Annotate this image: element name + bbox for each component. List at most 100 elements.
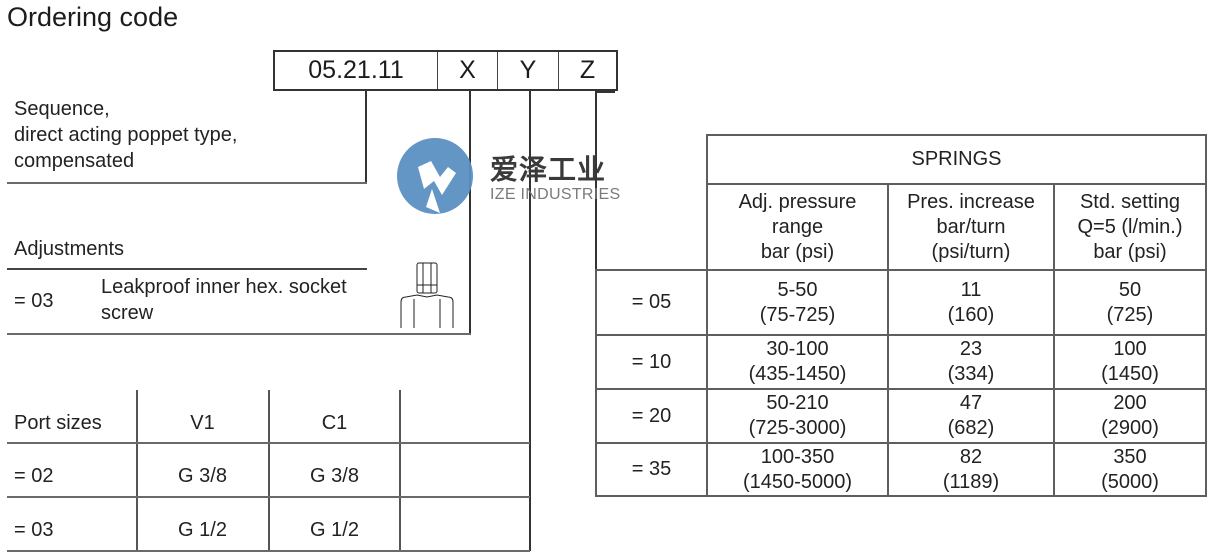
range-bar: 100-350	[760, 445, 835, 468]
connector-line-base	[365, 91, 367, 183]
connector-line-y	[529, 91, 531, 551]
setting-bar: 100	[1113, 338, 1147, 360]
adjustments-heading: Adjustments	[14, 238, 125, 260]
header-setting-line-2: Q=5 (l/min.)	[1077, 215, 1183, 238]
ports-row-2-c1: G 1/2	[310, 519, 359, 541]
header-range-line-2: range	[771, 215, 824, 238]
range-bar: 30-100	[766, 338, 829, 360]
setting-bar: 200	[1113, 392, 1147, 414]
springs-row-1-code: = 05	[595, 269, 708, 336]
increase-bar: 23	[959, 338, 983, 360]
ports-header-v1: V1	[190, 412, 215, 434]
range-psi: (75-725)	[759, 303, 836, 326]
springs-row: = 10 30-100 (435-1450) 23 (334) 100 (1450)	[595, 334, 1207, 390]
springs-row-3-range: 50-210 (725-3000)	[706, 388, 889, 444]
springs-row-3-code: = 20	[595, 388, 708, 444]
header-increase-line-1: Pres. increase	[907, 190, 1035, 213]
header-range-line-1: Adj. pressure	[738, 190, 857, 213]
range-bar: 50-210	[766, 392, 829, 414]
ports-row-1-c1: G 3/8	[310, 465, 359, 487]
ports-row-2-v1: G 1/2	[178, 519, 227, 541]
springs-table: SPRINGS Adj. pressure range bar (psi) Pr…	[595, 134, 1207, 497]
springs-row: = 35 100-350(1450-5000) 82(1189) 350(500…	[595, 442, 1207, 497]
adjustment-description-line-2: screw	[101, 302, 154, 324]
watermark-chinese-name: 爱泽工业	[490, 154, 607, 185]
springs-row-1-setting: 50(725)	[1053, 269, 1207, 336]
springs-row-4-code: = 35	[595, 442, 708, 497]
sequence-line-2: direct acting poppet type,	[14, 124, 238, 146]
springs-row-2-setting: 100 (1450)	[1053, 334, 1207, 390]
header-range-line-3: bar (psi)	[760, 240, 835, 263]
ports-header-divider	[7, 442, 530, 444]
springs-row-1-increase: 11(160)	[887, 269, 1055, 336]
springs-title: SPRINGS	[706, 134, 1207, 185]
springs-row-3-setting: 200 (2900)	[1053, 388, 1207, 444]
sequence-divider	[7, 182, 367, 184]
springs-header-setting: Std. setting Q=5 (l/min.) bar (psi)	[1053, 183, 1207, 271]
increase-psi: (334)	[947, 363, 995, 385]
sequence-line-3: compensated	[14, 150, 135, 172]
ports-row-1-code: = 02	[14, 465, 54, 487]
increase-bar: 82	[959, 445, 983, 468]
ports-bottom-divider	[7, 550, 530, 552]
header-increase-line-3: (psi/turn)	[931, 240, 1011, 263]
springs-header-increase: Pres. increase bar/turn (psi/turn)	[887, 183, 1055, 271]
setting-psi: (1450)	[1101, 363, 1159, 385]
ports-row-divider	[7, 496, 530, 498]
range-psi: (1450-5000)	[743, 470, 852, 493]
adjustments-bottom-divider	[7, 333, 471, 335]
sequence-line-1: Sequence,	[14, 98, 110, 120]
range-bar: 5-50	[777, 278, 818, 301]
hex-socket-screw-icon	[400, 262, 454, 328]
adjustment-description: Leakproof inner hex. socket screw	[101, 274, 347, 326]
springs-row-4-range: 100-350(1450-5000)	[706, 442, 889, 497]
springs-row-4-setting: 350(5000)	[1053, 442, 1207, 497]
range-psi: (435-1450)	[748, 363, 847, 385]
adjustments-header-divider	[7, 268, 367, 270]
ports-col-divider-2	[268, 390, 270, 552]
ports-header-c1: C1	[321, 412, 348, 434]
sequence-description: Sequence, direct acting poppet type, com…	[14, 96, 237, 174]
springs-row: = 20 50-210 (725-3000) 47 (682) 200 (2900)	[595, 388, 1207, 444]
code-segment-base: 05.21.11	[275, 52, 438, 89]
springs-header-blank	[596, 184, 708, 271]
setting-psi: (5000)	[1101, 470, 1159, 493]
code-segment-x: X	[438, 52, 498, 89]
ize-industries-logo-icon	[397, 138, 473, 214]
ports-col-divider-3	[399, 390, 401, 552]
springs-row: = 05 5-50(75-725) 11(160) 50(725)	[595, 269, 1207, 336]
springs-corner-blank	[596, 135, 708, 184]
ports-col-divider-1	[136, 390, 138, 552]
adjustment-description-line-1: Leakproof inner hex. socket	[101, 276, 347, 298]
range-psi: (725-3000)	[748, 417, 847, 439]
springs-row-1-range: 5-50(75-725)	[706, 269, 889, 336]
code-segment-z: Z	[579, 56, 596, 84]
increase-psi: (682)	[947, 417, 995, 439]
code-segment-y: Y	[498, 52, 559, 89]
ordering-code-box: 05.21.11 X Y Z	[273, 50, 618, 91]
header-increase-line-2: bar/turn	[936, 215, 1006, 238]
ports-header-label: Port sizes	[14, 412, 102, 434]
increase-bar: 11	[960, 278, 982, 301]
header-setting-line-1: Std. setting	[1079, 190, 1181, 213]
adjustment-code: = 03	[14, 290, 54, 312]
connector-line-z-elbow	[595, 91, 615, 93]
ports-row-2-code: = 03	[14, 519, 54, 541]
page-title: Ordering code	[7, 2, 179, 32]
setting-bar: 50	[1118, 278, 1142, 301]
setting-psi: (2900)	[1101, 417, 1159, 439]
connector-line-x	[469, 91, 471, 335]
header-setting-line-3: bar (psi)	[1093, 240, 1167, 263]
ports-row-1-v1: G 3/8	[178, 465, 227, 487]
increase-psi: (160)	[947, 303, 995, 326]
springs-row-2-increase: 23 (334)	[887, 334, 1055, 390]
increase-bar: 47	[959, 392, 983, 414]
springs-row-4-increase: 82(1189)	[887, 442, 1055, 497]
setting-bar: 350	[1113, 445, 1147, 468]
setting-psi: (725)	[1106, 303, 1154, 326]
springs-row-2-code: = 10	[595, 334, 708, 390]
watermark-english-name: IZE INDUSTRIES	[490, 186, 621, 203]
springs-row-2-range: 30-100 (435-1450)	[706, 334, 889, 390]
springs-header-range: Adj. pressure range bar (psi)	[706, 183, 889, 271]
increase-psi: (1189)	[942, 470, 1000, 493]
